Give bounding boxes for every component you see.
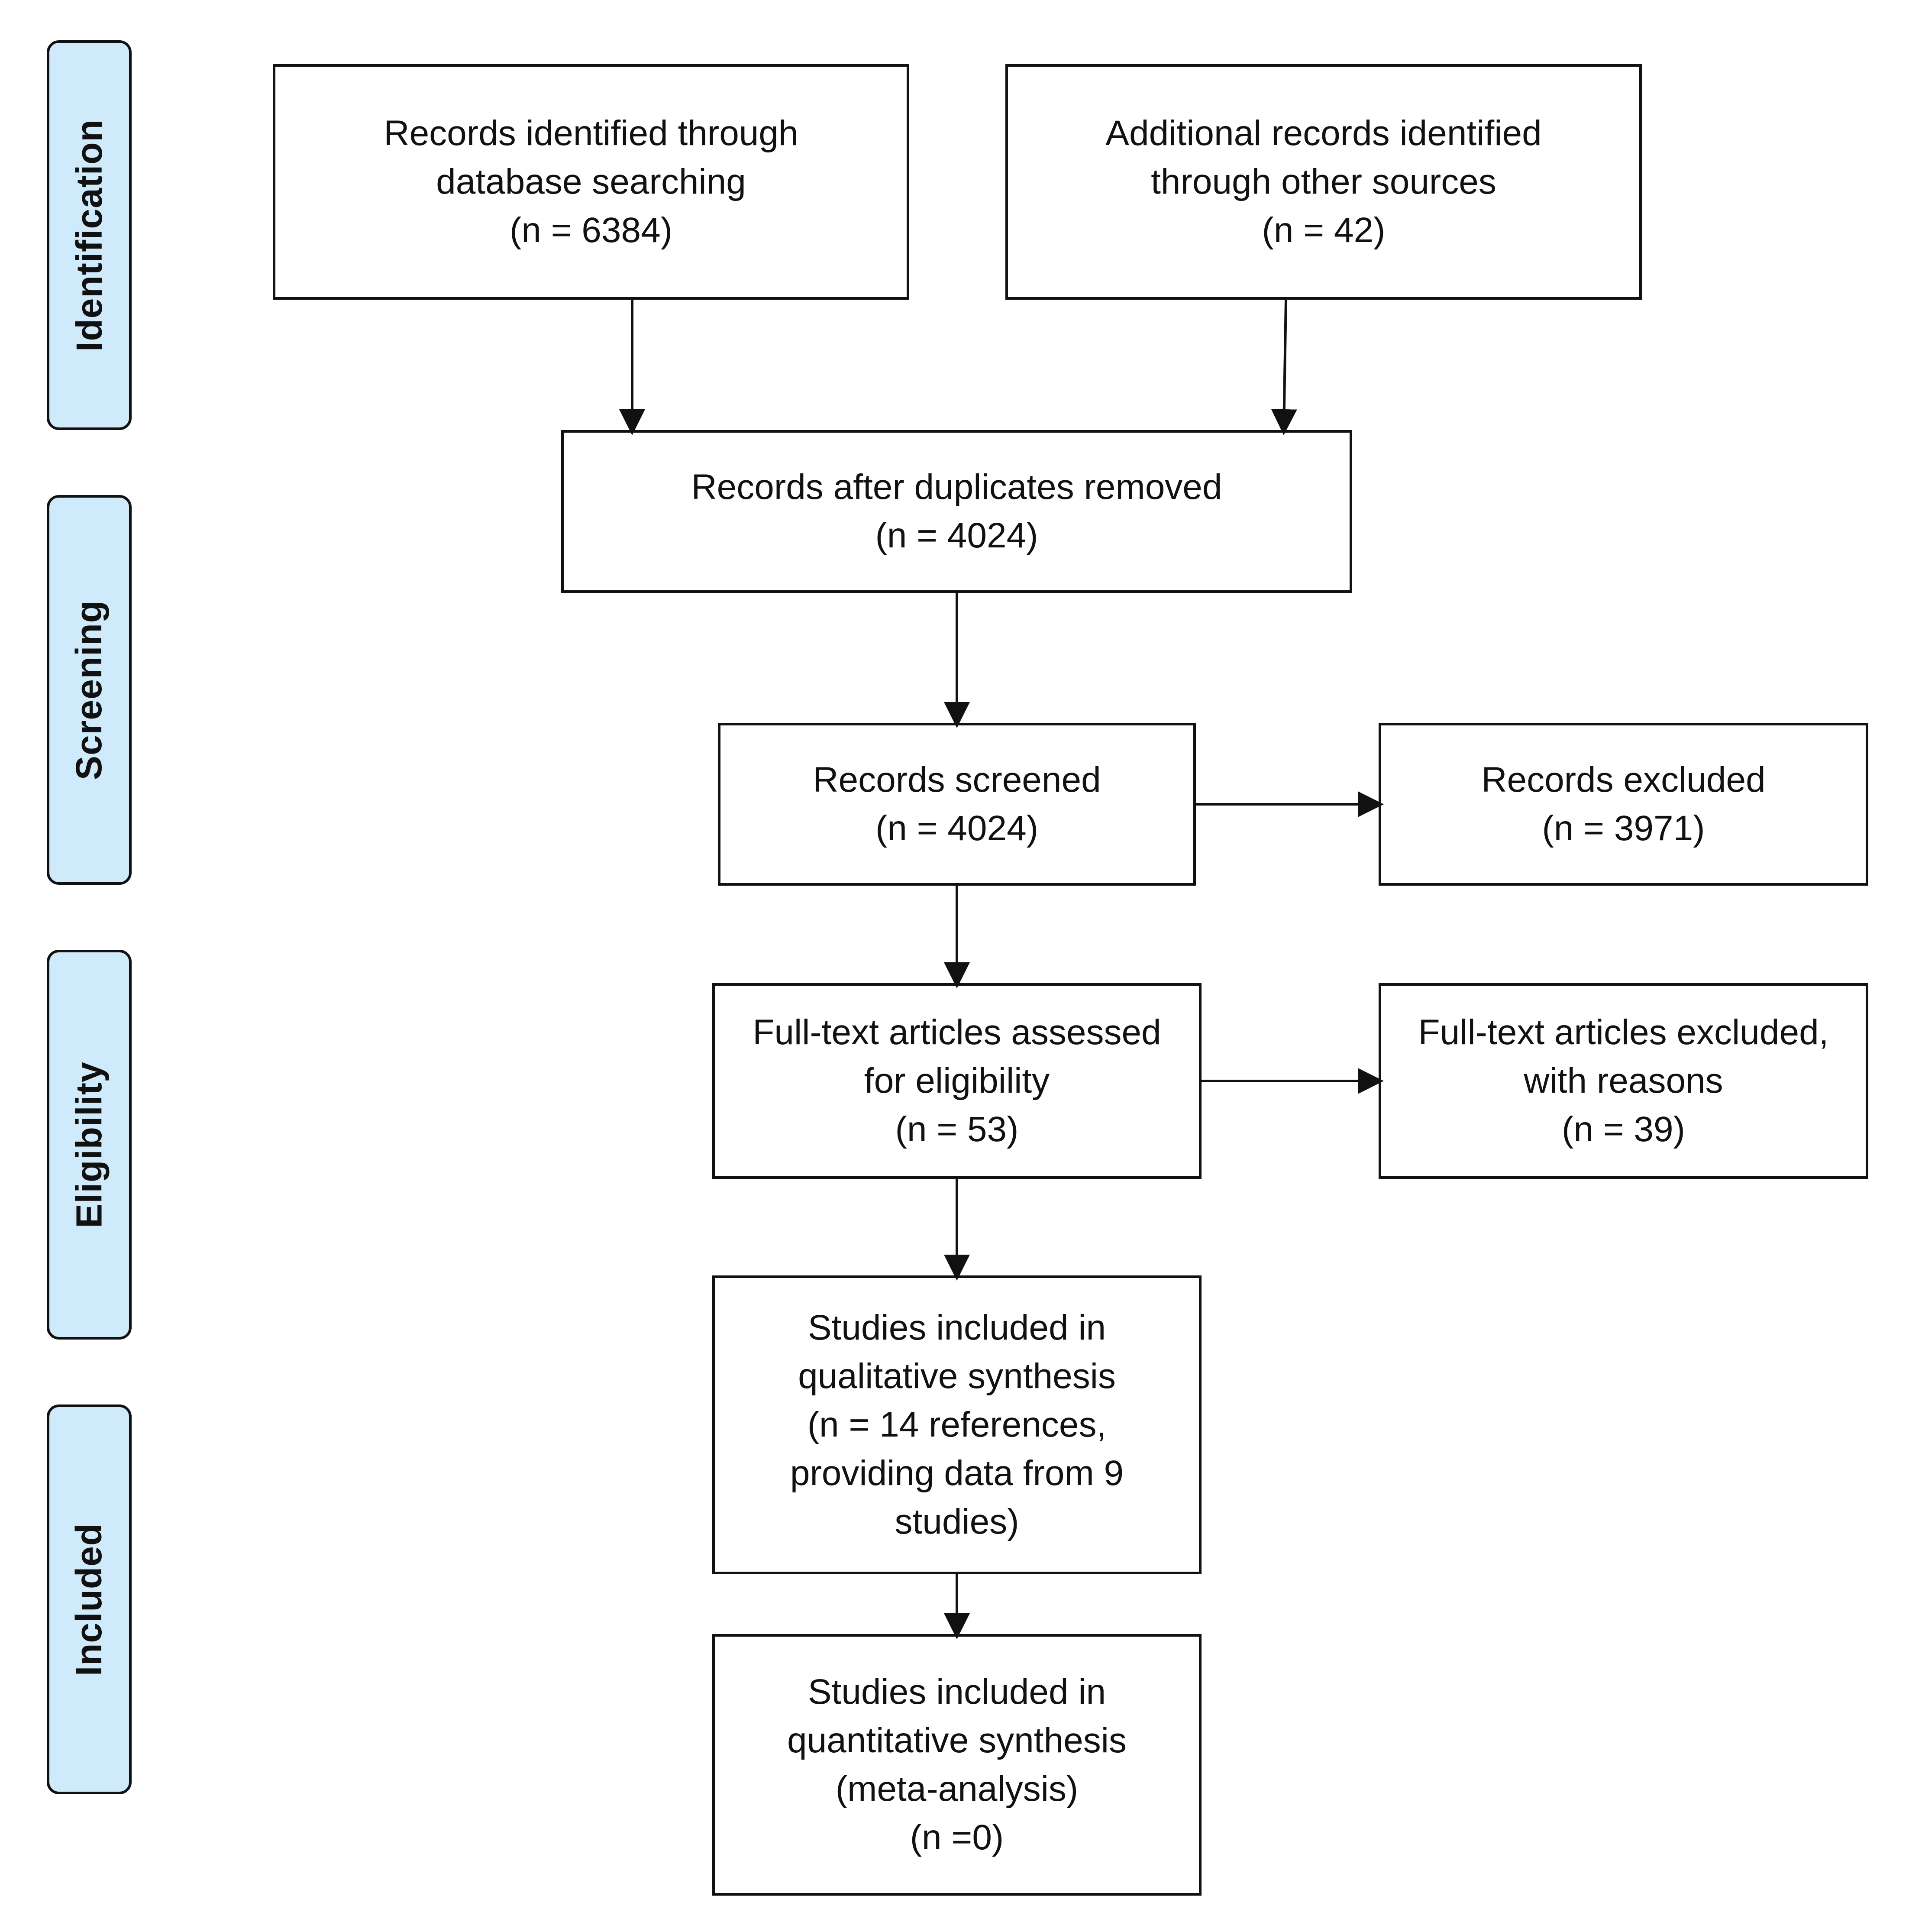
box-records-screened-text: Records screened (n = 4024)	[813, 760, 1101, 848]
stage-eligibility: Eligibility	[47, 950, 132, 1340]
box-database-records-text: Records identified through database sear…	[384, 113, 798, 250]
stage-identification-label: Identification	[68, 119, 110, 352]
box-quantitative-synthesis-text: Studies included in quantitative synthes…	[787, 1672, 1127, 1857]
box-database-records: Records identified through database sear…	[273, 64, 909, 300]
box-other-records: Additional records identified through ot…	[1005, 64, 1642, 300]
stage-eligibility-label: Eligibility	[68, 1061, 110, 1228]
box-quantitative-synthesis: Studies included in quantitative synthes…	[712, 1634, 1202, 1896]
stage-identification: Identification	[47, 40, 132, 430]
stage-screening-label: Screening	[68, 600, 110, 780]
box-qualitative-synthesis-text: Studies included in qualitative synthesi…	[790, 1308, 1124, 1541]
arrow-other-to-duplicates	[1271, 299, 1297, 435]
box-fulltext-assessed: Full-text articles assessed for eligibil…	[712, 983, 1202, 1179]
box-fulltext-excluded-text: Full-text articles excluded, with reason…	[1418, 1013, 1829, 1149]
box-fulltext-excluded: Full-text articles excluded, with reason…	[1379, 983, 1868, 1179]
box-after-duplicates-text: Records after duplicates removed (n = 40…	[691, 467, 1222, 555]
box-fulltext-assessed-text: Full-text articles assessed for eligibil…	[753, 1013, 1161, 1149]
box-qualitative-synthesis: Studies included in qualitative synthesi…	[712, 1275, 1202, 1574]
box-other-records-text: Additional records identified through ot…	[1105, 113, 1542, 250]
box-records-excluded: Records excluded (n = 3971)	[1379, 723, 1868, 886]
stage-included: Included	[47, 1405, 132, 1794]
box-records-excluded-text: Records excluded (n = 3971)	[1481, 760, 1766, 848]
box-records-screened: Records screened (n = 4024)	[718, 723, 1196, 886]
stage-included-label: Included	[68, 1523, 110, 1676]
box-after-duplicates: Records after duplicates removed (n = 40…	[561, 430, 1352, 593]
stage-screening: Screening	[47, 495, 132, 885]
